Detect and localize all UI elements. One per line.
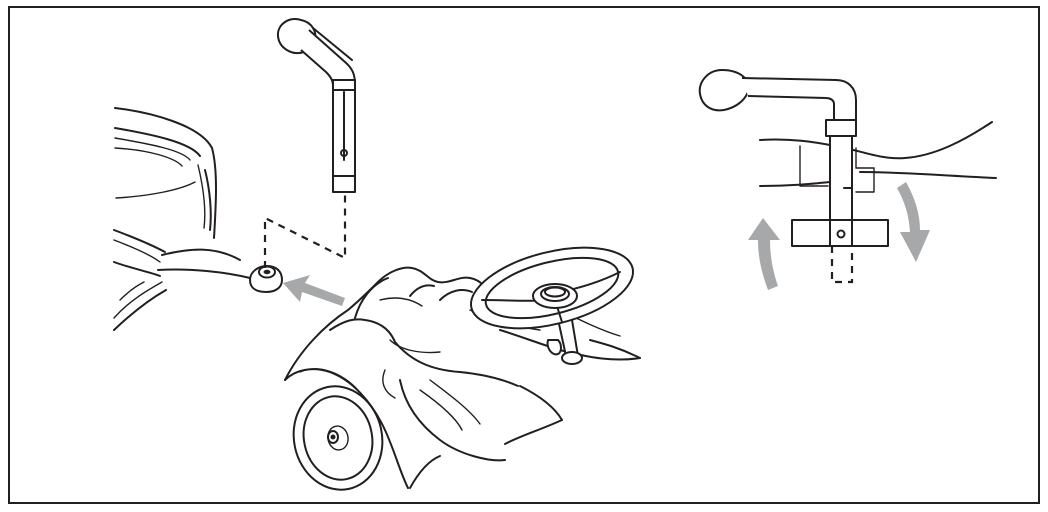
insert-arrow bbox=[283, 275, 345, 306]
detail-pin-icon bbox=[698, 69, 889, 247]
bobby-car-body bbox=[284, 266, 641, 489]
front-wheel bbox=[292, 385, 384, 491]
rotate-arrow-right bbox=[897, 182, 930, 262]
detail-pin-path bbox=[830, 246, 854, 284]
steering-wheel bbox=[469, 246, 635, 365]
car-rear bbox=[113, 107, 251, 331]
rotate-arrow-left bbox=[748, 218, 780, 290]
hitch-detail bbox=[759, 121, 997, 193]
tow-hook-eyelet bbox=[249, 265, 283, 293]
insertion-path bbox=[263, 192, 347, 268]
pin-icon bbox=[276, 18, 356, 193]
figure-frame bbox=[8, 6, 1040, 504]
